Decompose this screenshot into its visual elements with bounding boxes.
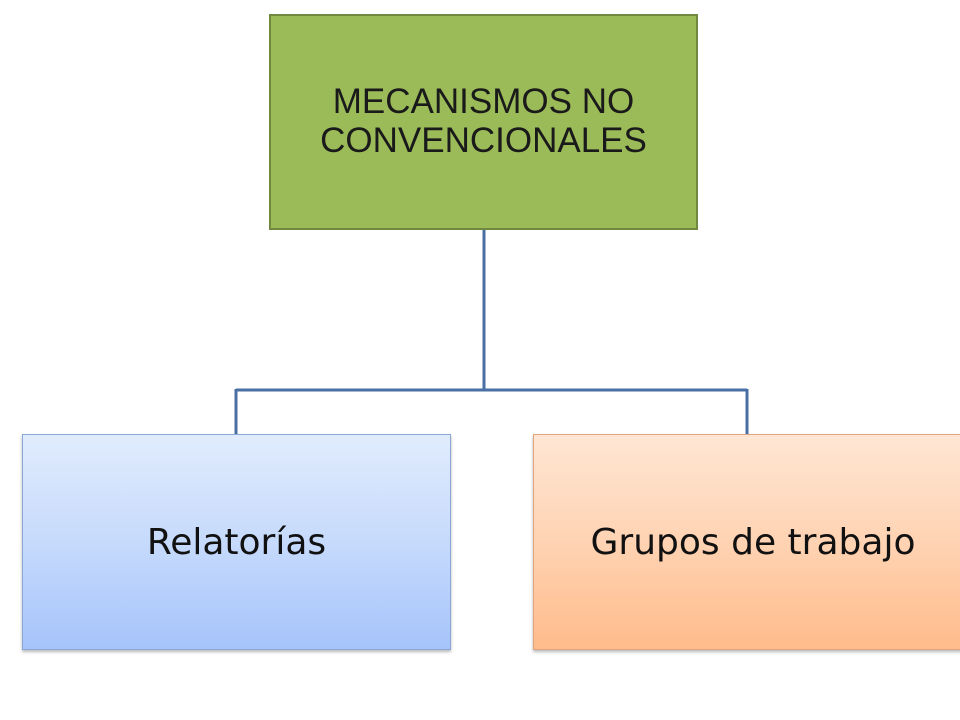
root-node-mecanismos: MECANISMOS NO CONVENCIONALES bbox=[269, 14, 698, 230]
child-node-label-grupos: Grupos de trabajo bbox=[590, 521, 916, 563]
child-node-relatorias: Relatorías bbox=[22, 434, 451, 650]
child-node-grupos-de-trabajo: Grupos de trabajo bbox=[533, 434, 960, 650]
root-node-label: MECANISMOS NO CONVENCIONALES bbox=[320, 82, 647, 160]
child-node-label-relatorias: Relatorías bbox=[146, 521, 327, 563]
